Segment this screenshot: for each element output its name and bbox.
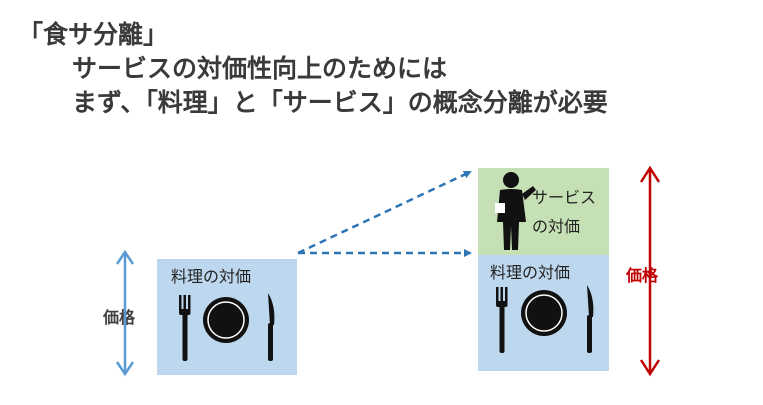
left-fork-icon xyxy=(179,295,191,361)
title-line-1: 「食サ分離」 xyxy=(18,20,169,49)
title-line-3: まず、「料理」と「サービス」の概念分離が必要 xyxy=(72,88,608,117)
title-block: 「食サ分離」 サービスの対価性向上のためには まず、「料理」と「サービス」の概念… xyxy=(18,18,608,120)
title-line-2: サービスの対価性向上のためには xyxy=(72,54,448,83)
right-knife-icon xyxy=(587,285,594,353)
right-price-arrow xyxy=(639,165,661,377)
right-service-label-line-2: の対価 xyxy=(532,217,581,236)
right-food-label: 料理の対価 xyxy=(490,263,571,282)
left-price-arrow xyxy=(115,249,135,377)
right-service-label-line-1: サービス xyxy=(532,188,597,207)
dashed-arrow-to-service xyxy=(297,170,472,255)
left-food-label: 料理の対価 xyxy=(171,267,252,286)
right-plate-icon xyxy=(521,290,567,336)
right-service-box: サービス の対価 xyxy=(478,168,609,255)
left-knife-icon xyxy=(268,293,275,361)
left-price-label: 価格 xyxy=(103,308,136,327)
right-fork-icon xyxy=(496,287,508,353)
waiter-icon xyxy=(495,172,536,250)
left-plate-icon xyxy=(203,297,249,343)
